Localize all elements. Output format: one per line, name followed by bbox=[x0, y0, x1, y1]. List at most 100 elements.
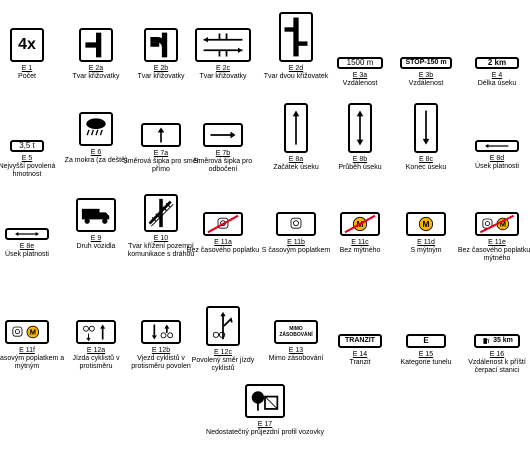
sign-code: E 4 bbox=[491, 72, 503, 79]
sign-e8d: E 8d Úsek platnosti bbox=[457, 140, 530, 171]
fuel-pump-icon bbox=[483, 338, 489, 344]
sign-text: 2 km bbox=[487, 58, 507, 67]
sign-name: Vzdálenost k příští čerpací stanici bbox=[468, 359, 526, 374]
sign-code: E 3a bbox=[352, 72, 368, 79]
sign-code: E 2b bbox=[153, 65, 169, 72]
sign-e12c: E 12c Povolený směr jízdy cyklistů bbox=[183, 306, 263, 373]
sign-plate: MIMO ZÁSOBOVÁNÍ bbox=[274, 320, 318, 344]
sign-text: 1500 m bbox=[346, 58, 374, 67]
sign-code: E 11e bbox=[488, 239, 506, 246]
sign-name: Nedostatečný průjezdní profil vozovky bbox=[206, 429, 324, 436]
sign-plate: M bbox=[5, 320, 49, 344]
sign-e5: 3,5 t E 5 Nejvyšší povolená hmotnost bbox=[0, 140, 67, 179]
sign-code: E 9 bbox=[90, 235, 102, 242]
sign-name: Délka úseku bbox=[477, 80, 517, 87]
sign-plate bbox=[348, 103, 372, 153]
sign-plate bbox=[206, 306, 240, 346]
sign-e16: 35 km E 16 Vzdálenost k příští čerpací s… bbox=[457, 334, 530, 375]
sign-e13: MIMO ZÁSOBOVÁNÍ E 13 Mimo zásobování bbox=[256, 320, 336, 363]
vignette-toll-icon: M bbox=[12, 325, 40, 339]
sign-e6: E 6 Za mokra (za deště) bbox=[56, 112, 136, 165]
toll-icon: M bbox=[418, 216, 434, 232]
sign-e7b: E 7b Směrová šipka pro odbočení bbox=[183, 123, 263, 174]
sign-text: 3,5 t bbox=[19, 141, 35, 150]
sign-name: Tvar křižovatky bbox=[72, 73, 120, 80]
sign-code: E 12b bbox=[151, 347, 171, 354]
sign-name: S časovým poplatkem a mýtným bbox=[0, 355, 65, 370]
sign-plate bbox=[279, 12, 313, 62]
sign-plate: 1500 m bbox=[337, 57, 383, 69]
sign-name: Nejvyšší povolená hmotnost bbox=[0, 163, 56, 178]
sign-code: E 12a bbox=[86, 347, 106, 354]
sign-name: Bez časového poplatku bbox=[186, 247, 260, 254]
arrow-left-icon bbox=[485, 144, 509, 148]
sign-text: MIMO ZÁSOBOVÁNÍ bbox=[279, 326, 313, 338]
toll-crossed-icon: M bbox=[344, 214, 376, 234]
sign-name: Bez mýtného bbox=[339, 247, 381, 254]
sign-plate: 3,5 t bbox=[10, 140, 44, 152]
sign-name: Mimo zásobování bbox=[268, 355, 324, 362]
sign-code: E 17 bbox=[257, 421, 273, 428]
sign-code: E 8d bbox=[489, 155, 505, 162]
sign-name: Vzdálenost bbox=[342, 80, 378, 87]
sign-e8b: E 8b Průběh úseku bbox=[320, 103, 400, 172]
sign-plate: STOP-150 m bbox=[400, 57, 452, 69]
arrow-up-icon bbox=[157, 127, 165, 143]
two-junctions-icon bbox=[284, 17, 308, 57]
sign-name: Za mokra (za deště) bbox=[64, 157, 128, 164]
sign-text: TRANZIT bbox=[345, 337, 375, 344]
sign-e11d: M E 11d S mýtným bbox=[386, 212, 466, 255]
sign-name: Směrová šipka pro odbočení bbox=[193, 158, 253, 173]
sign-plate bbox=[76, 198, 116, 232]
sign-name: Počet bbox=[18, 73, 36, 80]
sign-e11c: M E 11c Bez mýtného bbox=[320, 212, 400, 255]
sign-name: Bez časového poplatku a mýtného bbox=[457, 247, 530, 262]
sign-plate bbox=[203, 123, 243, 147]
vignette-icon bbox=[290, 217, 302, 229]
sign-plate: E bbox=[406, 334, 446, 348]
tree-truck-icon bbox=[251, 391, 279, 411]
sign-code: E 3b bbox=[418, 72, 434, 79]
sign-text: STOP-150 m bbox=[405, 59, 447, 66]
sign-e8e: E 8e Úsek platnosti bbox=[0, 228, 67, 259]
sign-name: Tvar dvou křižovatek bbox=[263, 73, 329, 80]
sign-code: E 7b bbox=[215, 150, 231, 157]
sign-e14: TRANZIT E 14 Tranzit bbox=[320, 334, 400, 367]
sign-e12b: E 12b Vjezd cyklistů v protisměru povole… bbox=[121, 320, 201, 371]
bicycle-entry-icon bbox=[151, 324, 174, 340]
sign-text: 4x bbox=[18, 36, 36, 53]
sign-plate: TRANZIT bbox=[338, 334, 382, 348]
sign-e11f: M E 11f S časovým poplatkem a mýtným bbox=[0, 320, 67, 371]
sign-code: E 7a bbox=[153, 150, 169, 157]
double-arrow-icon bbox=[356, 110, 364, 146]
sign-code: E 13 bbox=[288, 347, 304, 354]
sign-plate: M bbox=[475, 212, 519, 236]
sign-plate bbox=[144, 194, 178, 232]
sign-name: Směrová šipka pro směr přímo bbox=[123, 158, 199, 173]
sign-name: Jízda cyklistů v protisměru bbox=[72, 355, 120, 370]
sign-plate: M bbox=[406, 212, 446, 236]
sign-name: Tranzit bbox=[349, 359, 371, 366]
arrow-down-icon bbox=[422, 110, 430, 145]
sign-plate: 4x bbox=[10, 28, 44, 62]
sign-e2d: E 2d Tvar dvou křižovatek bbox=[256, 12, 336, 81]
sign-plate bbox=[141, 123, 181, 147]
bicycle-direction-icon bbox=[212, 311, 233, 340]
sign-code: E 1 bbox=[21, 65, 33, 72]
sign-plate bbox=[79, 112, 113, 146]
sign-name: Tvar křižovatky bbox=[199, 73, 247, 80]
sign-plate bbox=[195, 28, 251, 62]
sign-plate: 35 km bbox=[474, 334, 520, 348]
arrow-up-icon bbox=[292, 110, 300, 145]
sign-plate bbox=[144, 28, 178, 62]
sign-code: E 11f bbox=[19, 347, 35, 354]
sign-code: E 6 bbox=[90, 149, 102, 156]
sign-e2a: E 2a Tvar křižovatky bbox=[56, 28, 136, 81]
sign-code: E 5 bbox=[21, 155, 33, 162]
sign-plate bbox=[76, 320, 116, 344]
sign-plate bbox=[5, 228, 49, 240]
sign-name: S mýtným bbox=[410, 247, 442, 254]
sign-name: S časovým poplatkem bbox=[261, 247, 331, 254]
sign-plate bbox=[203, 212, 243, 236]
sign-e12a: E 12a Jízda cyklistů v protisměru bbox=[56, 320, 136, 371]
